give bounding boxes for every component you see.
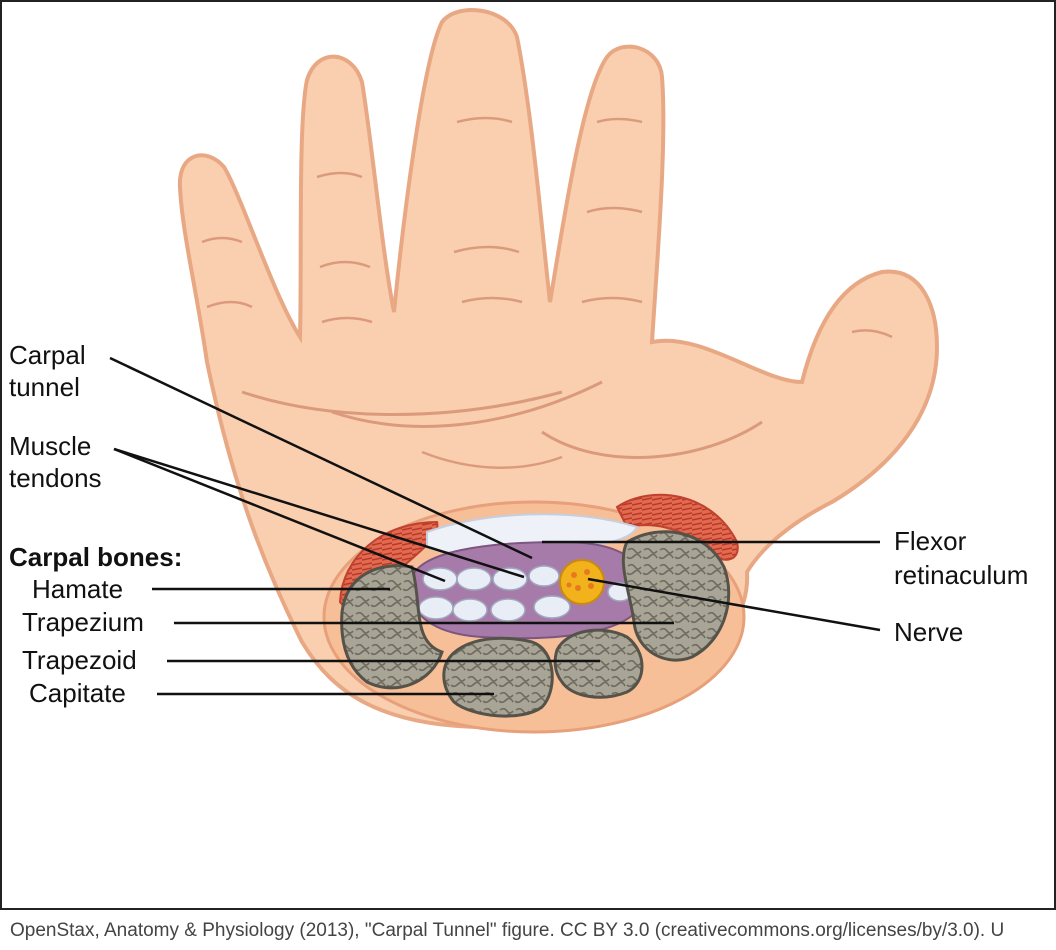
carpal-bones-group (340, 530, 731, 718)
label-flexor-line2: retinaculum (894, 560, 1029, 590)
label-trapezoid: Trapezoid (22, 645, 137, 675)
muscle-right (615, 493, 739, 561)
bone-trapezium (340, 564, 444, 690)
label-hamate: Hamate (32, 574, 124, 604)
carpal-tunnel-diagram (109, 8, 940, 734)
tendons-group (418, 565, 633, 622)
bone-trapezoid (553, 628, 644, 699)
figure-frame: Carpal tunnel Muscle tendons Carpal bone… (0, 0, 1056, 910)
label-trapezium: Trapezium (22, 607, 144, 637)
leader-nerve (587, 577, 881, 632)
label-capitate: Capitate (29, 678, 126, 708)
bone-hamate (621, 530, 731, 662)
label-muscle-tendons-line2: tendons (9, 463, 102, 493)
figure-caption: OpenStax, Anatomy & Physiology (2013), "… (10, 920, 1005, 941)
label-carpal-tunnel-line2: tunnel (9, 372, 80, 402)
bone-capitate (442, 636, 554, 718)
leader-lines (109, 356, 881, 696)
median-nerve (559, 559, 605, 605)
leader-carpal-tunnel (109, 356, 533, 560)
leader-tendons-b (113, 447, 525, 579)
label-carpal-bones-heading: Carpal bones: (9, 542, 183, 572)
label-nerve: Nerve (894, 617, 964, 647)
label-flexor-line1: Flexor (894, 526, 967, 556)
leader-tendons-a (113, 447, 446, 583)
label-muscle-tendons-line1: Muscle (9, 431, 92, 461)
label-carpal-tunnel-line1: Carpal (9, 340, 86, 370)
